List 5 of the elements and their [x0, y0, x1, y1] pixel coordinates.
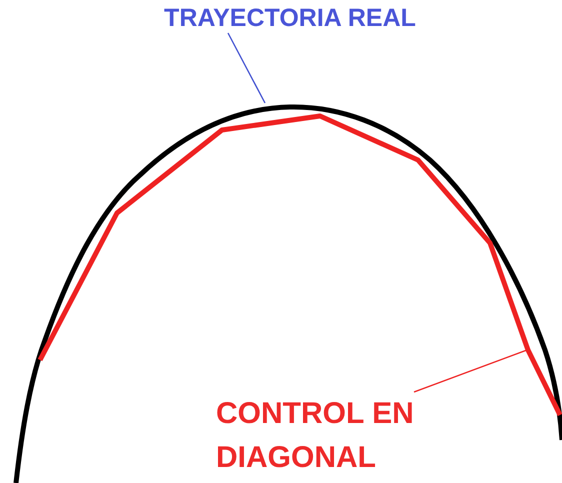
- leader-line: [414, 349, 528, 393]
- leader-line: [227, 32, 266, 104]
- control-label: CONTROL EN DIAGONAL: [216, 392, 414, 480]
- trajectory-label: TRAYECTORIA REAL: [140, 4, 440, 33]
- trajectory-curve: [14, 104, 562, 483]
